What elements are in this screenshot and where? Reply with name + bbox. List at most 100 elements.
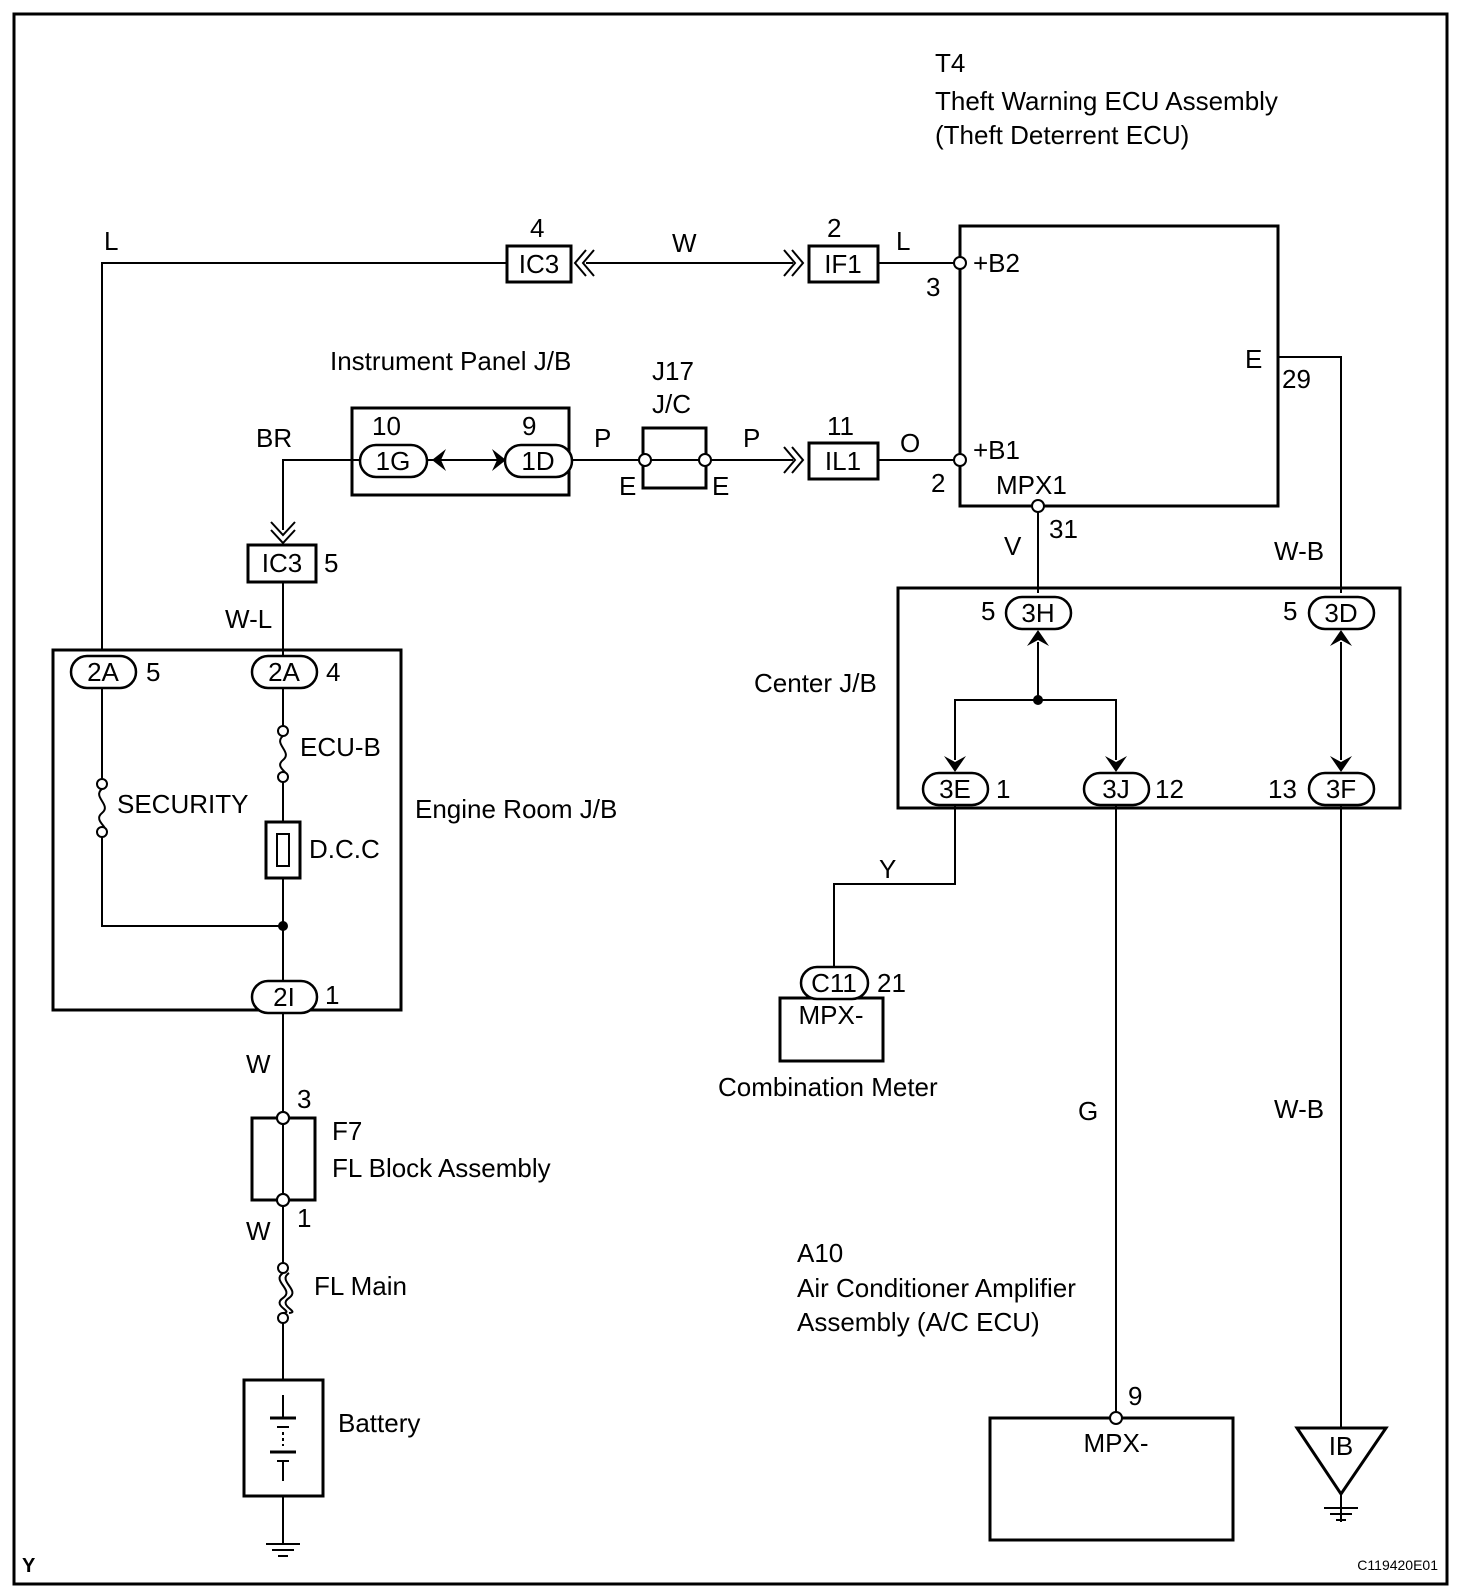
pin-a10: 9: [1128, 1381, 1142, 1411]
connector-3f: [1307, 771, 1376, 807]
ecu-id: T4: [935, 48, 965, 78]
dcc-icon: [264, 820, 302, 880]
wire-label-w2: W: [246, 1216, 271, 1246]
fuse-icon: [96, 778, 108, 838]
connector-label-3f: 3F: [1326, 774, 1356, 804]
instrument-panel-jb-label: Instrument Panel J/B: [330, 346, 571, 376]
pin-il1: 11: [827, 411, 854, 441]
fl-block-icon: [250, 1111, 317, 1207]
pin-ic3-top: 4: [530, 213, 544, 243]
a10-name-line2: Assembly (A/C ECU): [797, 1307, 1040, 1337]
ecu-pin-b2: +B2: [973, 248, 1020, 278]
combination-meter-label: Combination Meter: [718, 1072, 938, 1102]
j17-pin-e-left: E: [619, 471, 636, 501]
ecu-box: [958, 224, 1280, 508]
junction-dot: [1033, 695, 1043, 705]
connector-ic3-top: [505, 244, 573, 284]
j17-pin-e-right: E: [712, 471, 729, 501]
connector-label-2i: 2I: [273, 982, 295, 1012]
a10-pin-label: MPX-: [1084, 1428, 1149, 1458]
ground-icon: [265, 1529, 301, 1557]
pin-3d: 5: [1283, 596, 1297, 626]
pin-mpx1: 31: [1049, 514, 1078, 544]
connector-1d: [503, 443, 574, 479]
pin-3f: 13: [1268, 774, 1297, 804]
ecu-pin-b1: +B1: [973, 435, 1020, 465]
connector-ic3-mid: [246, 543, 318, 584]
fuse-ecu-b-label: ECU-B: [300, 732, 381, 762]
wire-label-br: BR: [256, 423, 292, 453]
drawing-code: C119420E01: [1357, 1557, 1438, 1573]
wire-label-g: G: [1078, 1096, 1098, 1126]
ground-ib-label: IB: [1329, 1431, 1354, 1461]
connector-label-3d: 3D: [1324, 598, 1357, 628]
connector-2i: [250, 979, 319, 1015]
connector-label-1g: 1G: [376, 446, 411, 476]
battery-label: Battery: [338, 1408, 420, 1438]
pin-3e: 1: [996, 774, 1010, 804]
diagram-frame: [12, 12, 1449, 1586]
wire-label-l-right: L: [896, 226, 910, 256]
connector-3j: [1082, 771, 1151, 807]
wire-label-w1: W: [246, 1049, 271, 1079]
connector-label-3h: 3H: [1021, 598, 1054, 628]
ecu-name: Theft Warning ECU Assembly: [935, 86, 1278, 116]
wire-label-wb-bot: W-B: [1274, 1094, 1324, 1124]
ecu-alt-name: (Theft Deterrent ECU): [935, 120, 1189, 150]
connector-label-3e: 3E: [939, 774, 971, 804]
f7-id-label: F7: [332, 1116, 362, 1146]
wire-junction-branch: [954, 699, 1117, 760]
j17-type-label: J/C: [652, 389, 691, 419]
pin-ic3-mid: 5: [324, 548, 338, 578]
center-jb-label: Center J/B: [754, 668, 877, 698]
connector-label-2a-right: 2A: [268, 657, 300, 687]
pin-if1: 2: [827, 213, 841, 243]
pin-b1: 2: [931, 468, 945, 498]
ground-ib-icon: [1294, 1426, 1389, 1497]
fuse-icon: [277, 725, 289, 783]
wire-label-w-top: W: [672, 228, 697, 258]
connector-label-ic3-mid: IC3: [262, 548, 302, 578]
wire-label-wb-top: W-B: [1274, 536, 1324, 566]
j17-junction-connector: [638, 426, 712, 490]
connector-label-il1: IL1: [825, 446, 861, 476]
chevron-icon: [270, 249, 805, 545]
pin-1g: 10: [372, 411, 401, 441]
pin-2a-right: 4: [326, 657, 340, 687]
j17-id-label: J17: [652, 356, 694, 386]
wire-label-wl: W-L: [225, 604, 272, 634]
wire-l-left: [101, 262, 507, 650]
connector-label-1d: 1D: [521, 446, 554, 476]
pin-f7-bot: 1: [297, 1203, 311, 1233]
junction-dot: [278, 921, 288, 931]
connector-if1: [807, 244, 880, 284]
wire-y: [833, 803, 956, 967]
connector-c11: [799, 965, 870, 1001]
a10-name-line1: Air Conditioner Amplifier: [797, 1273, 1076, 1303]
wire-label-y: Y: [879, 854, 896, 884]
wire-label-o: O: [900, 428, 920, 458]
wire-label-l-left: L: [104, 226, 118, 256]
wire-security-bottom: [101, 830, 283, 927]
wire-br: [282, 459, 360, 530]
a10-id-label: A10: [797, 1238, 843, 1268]
fl-main-label: FL Main: [314, 1271, 407, 1301]
connector-3d: [1307, 595, 1376, 631]
wire-wb-top: [1277, 356, 1342, 593]
connector-1g: [358, 443, 429, 479]
connector-label-c11: C11: [811, 968, 857, 998]
battery-icon: [242, 1378, 325, 1498]
wire-label-p1: P: [594, 423, 611, 453]
center-jb-box: [896, 586, 1402, 810]
pin-f7-top: 3: [297, 1084, 311, 1114]
wire-label-p2: P: [743, 423, 760, 453]
connector-label-3j: 3J: [1102, 774, 1129, 804]
combination-meter-pin-label: MPX-: [799, 1000, 864, 1030]
connector-label-if1: IF1: [824, 249, 862, 279]
f7-name-label: FL Block Assembly: [332, 1153, 551, 1183]
ecu-pin-e: E: [1245, 344, 1262, 374]
pin-1d: 9: [522, 411, 536, 441]
relay-dcc-label: D.C.C: [309, 834, 380, 864]
connector-2a-right: [250, 654, 319, 690]
